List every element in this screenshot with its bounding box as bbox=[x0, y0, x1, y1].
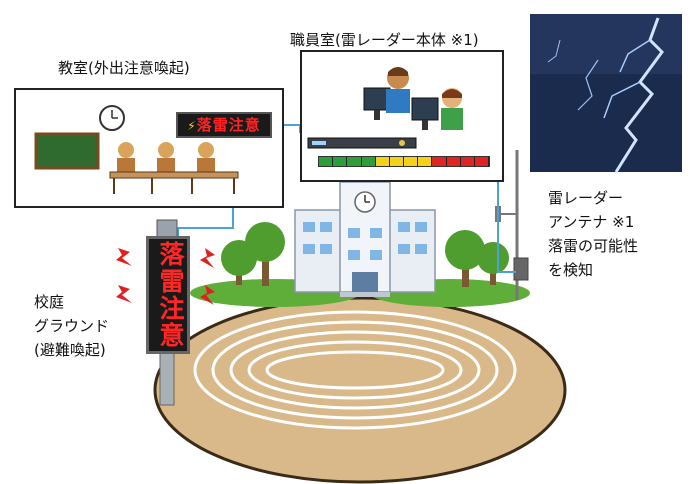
lightning-level-meter bbox=[318, 156, 490, 167]
classroom-sign-text: 落雷注意 bbox=[196, 116, 261, 134]
blackboard-icon bbox=[34, 132, 100, 170]
ground-label-line2: グラウンド bbox=[34, 317, 110, 335]
clock-icon bbox=[99, 105, 125, 131]
ground-field bbox=[153, 296, 567, 484]
lightning-sky-image bbox=[530, 14, 682, 173]
staff-room-box bbox=[300, 50, 504, 182]
school-building bbox=[294, 181, 436, 297]
level-meter-segment bbox=[460, 157, 475, 166]
level-meter-segment bbox=[474, 157, 490, 166]
level-meter-segment bbox=[418, 157, 433, 166]
level-meter-segment bbox=[319, 157, 334, 166]
staff-person-icon bbox=[386, 67, 463, 130]
classroom-scene bbox=[34, 105, 239, 194]
ground-lightning-sign: 落雷注意 bbox=[146, 236, 190, 354]
radar-label-line2: アンテナ ※1 bbox=[548, 213, 635, 231]
radar-label-line1: 雷レーダー bbox=[548, 189, 624, 207]
students-icon bbox=[109, 142, 239, 194]
level-meter-segment bbox=[389, 157, 405, 166]
level-meter-segment bbox=[446, 157, 461, 166]
radar-antenna-label: 雷レーダー アンテナ ※1 落雷の可能性 を検知 bbox=[548, 186, 638, 282]
computer-monitor-icon bbox=[363, 87, 439, 130]
warning-bolt-icon: ⚡ bbox=[187, 119, 197, 133]
staff-room-scene bbox=[307, 67, 463, 149]
radar-label-line4: を検知 bbox=[548, 261, 594, 279]
ground-label-line1: 校庭 bbox=[34, 293, 65, 311]
ground-label: 校庭 グラウンド (避難喚起) bbox=[34, 290, 109, 362]
classroom-label: 教室(外出注意喚起) bbox=[58, 59, 190, 77]
staff-room-label: 職員室(雷レーダー本体 ※1) bbox=[290, 31, 479, 49]
level-meter-segment bbox=[347, 157, 362, 166]
ground-label-line3: (避難喚起) bbox=[34, 341, 106, 359]
classroom-box bbox=[14, 88, 284, 208]
level-meter-segment bbox=[404, 157, 419, 166]
level-meter-segment bbox=[361, 157, 376, 166]
radar-unit-icon bbox=[307, 137, 417, 149]
classroom-lightning-sign: ⚡落雷注意 bbox=[176, 112, 272, 138]
ground-sign-pole bbox=[156, 219, 178, 406]
level-meter-segment bbox=[375, 157, 390, 166]
radar-label-line3: 落雷の可能性 bbox=[548, 237, 639, 255]
level-meter-segment bbox=[432, 157, 447, 166]
level-meter-segment bbox=[333, 157, 348, 166]
